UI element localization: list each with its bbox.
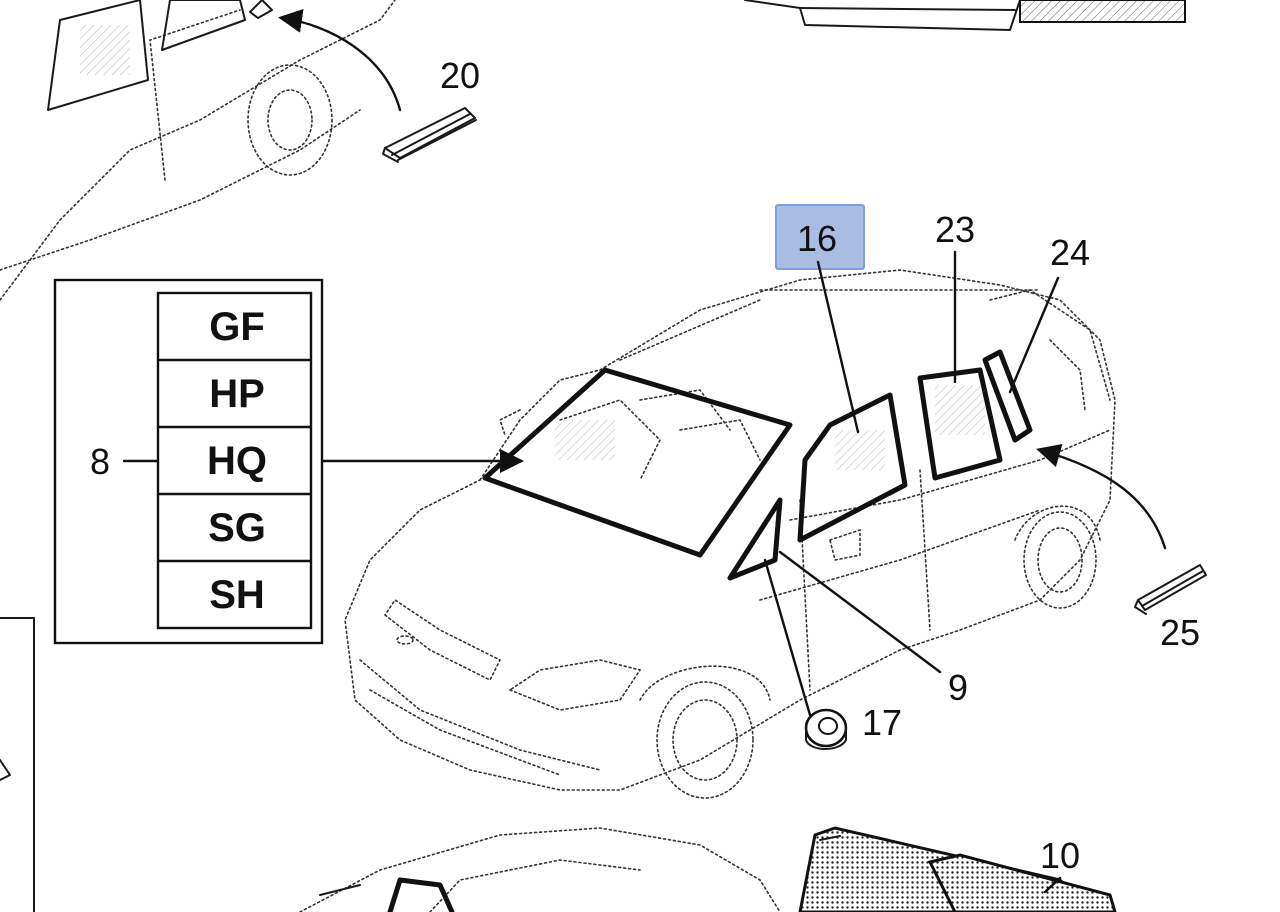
arrow-part-20 [278, 9, 402, 112]
callout-24: 24 [1050, 232, 1090, 273]
callout-9: 9 [948, 667, 968, 708]
leader-9 [778, 550, 942, 674]
part-17-grommet [804, 708, 848, 750]
leader-17 [763, 558, 812, 717]
part-20-clip [382, 107, 477, 163]
variant-code-row: HP [209, 372, 265, 416]
leader-16 [816, 260, 860, 434]
part-25-clip [1134, 564, 1207, 615]
arrow-part-25 [1036, 443, 1167, 550]
callout-8: 8 [90, 441, 110, 482]
variant-code-row: SG [208, 506, 266, 550]
callout-20: 20 [440, 55, 480, 96]
callout-23: 23 [935, 209, 975, 250]
front-quarter-glass [727, 497, 783, 581]
rear-door-window [917, 367, 1003, 481]
leader-24 [1008, 276, 1060, 394]
variant-code-row: SH [209, 573, 265, 617]
variant-code-row: HQ [207, 439, 267, 483]
windshield [482, 367, 793, 558]
part-10-glass [798, 826, 1117, 912]
quarter-window [982, 349, 1033, 443]
callout-25: 25 [1160, 612, 1200, 653]
callout-17: 17 [862, 702, 902, 743]
callout-10: 10 [1040, 835, 1080, 876]
left-edge-box [0, 617, 35, 912]
vehicle-bottom [299, 827, 781, 912]
leader-10 [1043, 876, 1062, 894]
vehicle-top-left [0, 0, 396, 301]
component-top-right [744, 0, 1186, 31]
front-door-window [797, 392, 908, 543]
main-vehicle [344, 269, 1116, 799]
variant-code-row: GF [209, 305, 265, 349]
variant-table: GF HP HQ SG SH [53, 278, 324, 645]
callout-16: 16 [797, 218, 837, 259]
